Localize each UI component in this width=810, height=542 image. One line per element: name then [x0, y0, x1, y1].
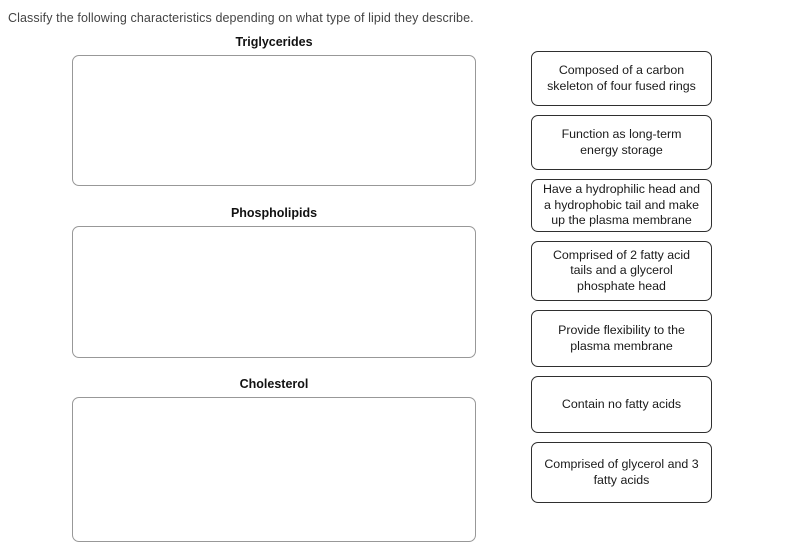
option-card-text: Comprised of glycerol and 3 fatty acids	[544, 457, 699, 487]
drop-zone-phospholipids[interactable]	[72, 226, 476, 358]
drop-zone-triglycerides[interactable]	[72, 55, 476, 186]
option-card-text: Have a hydrophilic head and a hydrophobi…	[542, 182, 701, 228]
zone-spacer	[72, 358, 476, 376]
option-card-text: Contain no fatty acids	[561, 396, 682, 411]
option-card[interactable]: Provide flexibility to the plasma membra…	[531, 310, 712, 367]
option-card-text: Comprised of 2 fatty acid tails and a gl…	[552, 247, 691, 293]
category-cholesterol: Cholesterol	[72, 376, 476, 542]
category-label-phospholipids: Phospholipids	[230, 206, 318, 220]
category-label-cholesterol: Cholesterol	[239, 377, 309, 391]
option-card-text: Function as long-term energy storage	[561, 127, 682, 157]
option-card[interactable]: Comprised of glycerol and 3 fatty acids	[531, 442, 712, 503]
option-card-list: Composed of a carbon skeleton of four fu…	[531, 51, 712, 512]
option-card[interactable]: Composed of a carbon skeleton of four fu…	[531, 51, 712, 106]
drop-zone-column: Triglycerides Phospholipids Cholesterol	[72, 34, 476, 542]
option-card-text: Composed of a carbon skeleton of four fu…	[547, 63, 696, 93]
zone-spacer	[72, 186, 476, 205]
option-card[interactable]: Have a hydrophilic head and a hydrophobi…	[531, 179, 712, 232]
option-card-text: Provide flexibility to the plasma membra…	[558, 323, 685, 353]
option-card[interactable]: Function as long-term energy storage	[531, 115, 712, 170]
option-card[interactable]: Comprised of 2 fatty acid tails and a gl…	[531, 241, 712, 301]
option-card[interactable]: Contain no fatty acids	[531, 376, 712, 433]
category-label-triglycerides: Triglycerides	[235, 35, 313, 49]
category-triglycerides: Triglycerides	[72, 34, 476, 186]
drop-zone-cholesterol[interactable]	[72, 397, 476, 542]
category-phospholipids: Phospholipids	[72, 205, 476, 358]
instruction-text: Classify the following characteristics d…	[8, 11, 474, 25]
